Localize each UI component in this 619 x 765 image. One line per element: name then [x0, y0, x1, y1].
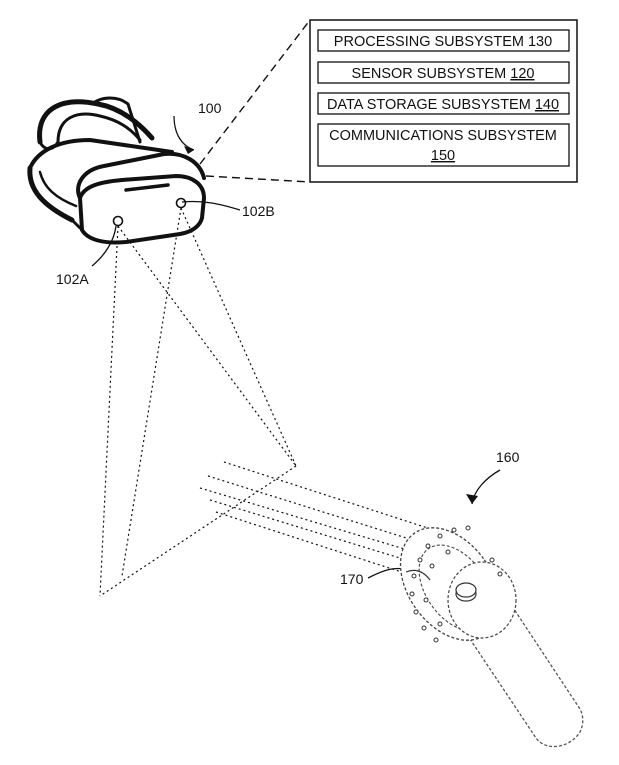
data-storage-subsystem-ref: 140	[535, 97, 559, 113]
processing-subsystem-ref: 130	[528, 34, 552, 50]
sensor-subsystem-ref: 120	[510, 66, 534, 82]
data-storage-subsystem-label: DATA STORAGE SUBSYSTEM	[327, 97, 535, 113]
svg-text:DATA STORAGE SUBSYSTEM 140: DATA STORAGE SUBSYSTEM 140	[327, 97, 559, 113]
headset-illustration	[27, 96, 206, 245]
communications-subsystem-ref: 150	[431, 148, 455, 164]
svg-text:PROCESSING SUBSYSTEM 130: PROCESSING SUBSYSTEM 130	[334, 34, 552, 50]
label-leaders	[91, 115, 501, 579]
callout-lines	[199, 19, 311, 183]
sensor-subsystem: SENSOR SUBSYSTEM 120	[317, 61, 570, 84]
subsystem-block: PROCESSING SUBSYSTEM 130 SENSOR SUBSYSTE…	[309, 19, 578, 183]
controller-illustration	[399, 525, 584, 748]
controller-led-markers	[409, 525, 503, 643]
processing-subsystem-label: PROCESSING SUBSYSTEM	[334, 34, 528, 50]
data-storage-subsystem: DATA STORAGE SUBSYSTEM 140	[317, 92, 570, 115]
communications-subsystem-label: COMMUNICATIONS SUBSYSTEM	[329, 128, 557, 144]
label-102b: 102B	[242, 203, 275, 219]
camera-fov-lines	[99, 207, 297, 597]
arrowheads	[184, 146, 478, 504]
camera-102a	[112, 215, 124, 227]
communications-subsystem: COMMUNICATIONS SUBSYSTEM 150	[317, 123, 570, 167]
sensor-subsystem-label: SENSOR SUBSYSTEM	[352, 66, 511, 82]
svg-text:SENSOR SUBSYSTEM 120: SENSOR SUBSYSTEM 120	[352, 66, 535, 82]
light-rays	[199, 461, 441, 579]
processing-subsystem: PROCESSING SUBSYSTEM 130	[317, 29, 570, 52]
label-100: 100	[198, 100, 222, 116]
label-170: 170	[340, 571, 364, 587]
label-160: 160	[496, 449, 520, 465]
camera-102b	[175, 197, 187, 209]
label-102a: 102A	[56, 271, 89, 287]
